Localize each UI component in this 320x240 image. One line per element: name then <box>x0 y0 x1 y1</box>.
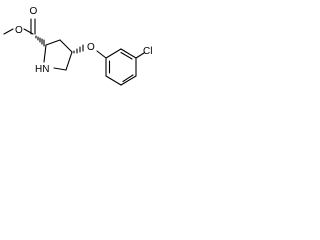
arene-double-3 <box>120 51 133 60</box>
bond-o-carbonyl <box>23 28 34 35</box>
nitrogen-label: HN <box>35 64 49 75</box>
molecule-structure: O O HN O Cl <box>3 6 152 86</box>
arene-bond-6 <box>105 48 122 59</box>
bond-c4-c3 <box>59 39 73 53</box>
bond-c5-c4 <box>65 51 73 71</box>
arene-bond-5 <box>120 48 137 59</box>
bond-c3-c2 <box>45 39 61 46</box>
bond-n1-c5 <box>53 67 67 71</box>
hashed-bond-c4-o <box>73 44 84 54</box>
bond-aryl-cl <box>135 52 145 59</box>
bond-c2-n1 <box>43 44 47 63</box>
ring-oxygen-label: O <box>15 25 23 36</box>
bond-o-aryl <box>96 50 107 59</box>
carbonyl-oxygen-label: O <box>30 6 38 17</box>
chlorine-label: Cl <box>143 46 152 57</box>
arene-bond-3 <box>120 75 137 86</box>
arene-double-2 <box>122 74 134 83</box>
ether-oxygen-label: O <box>87 42 95 53</box>
arene-bond-2 <box>105 75 122 86</box>
hashed-bond-c2 <box>35 35 45 47</box>
bond-methyl-o <box>3 28 14 35</box>
